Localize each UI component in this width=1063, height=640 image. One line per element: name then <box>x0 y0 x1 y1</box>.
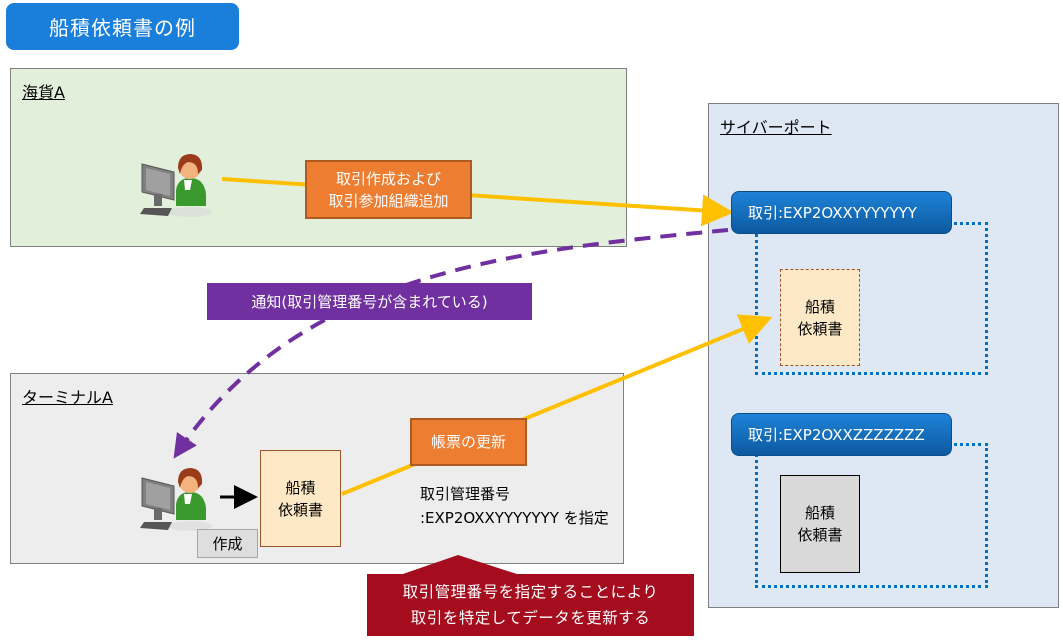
notification-label: 通知(取引管理番号が含まれている) <box>207 283 532 320</box>
document-updated-line2: 依頼書 <box>797 319 843 338</box>
diagram-title: 船積依頼書の例 <box>6 3 239 50</box>
callout-note: 取引管理番号を指定することにより 取引を特定してデータを更新する <box>367 574 694 636</box>
transaction-pill-2: 取引:EXP2OXXZZZZZZZ <box>731 413 952 456</box>
terminal-action-label: 帳票の更新 <box>430 433 506 451</box>
document-updated-line1: 船積 <box>804 297 835 316</box>
region-terminal-label: ターミナルA <box>22 388 113 407</box>
document-terminal-line2: 依頼書 <box>277 500 323 519</box>
create-label: 作成 <box>197 529 258 558</box>
kaika-action-box: 取引作成および 取引参加組織追加 <box>305 160 472 219</box>
user-computer-icon-terminal <box>138 464 218 534</box>
document-updated: 船積 依頼書 <box>780 269 860 366</box>
region-kaika: 海貨A <box>10 68 627 247</box>
terminal-action-box: 帳票の更新 <box>410 418 527 466</box>
kaika-action-line1: 取引作成および <box>335 169 441 188</box>
transaction-pill-1: 取引:EXP2OXXYYYYYYY <box>731 191 952 234</box>
document-other-line2: 依頼書 <box>797 526 843 544</box>
region-cyberport: サイバーポート <box>708 103 1059 608</box>
transaction-1-label: 取引:EXP2OXXYYYYYYY <box>748 204 917 222</box>
region-kaika-label: 海貨A <box>22 83 65 102</box>
reference-text: 取引管理番号 :EXP2OXXYYYYYYY を指定 <box>420 482 609 530</box>
reference-line1: 取引管理番号 <box>420 485 511 503</box>
region-cyberport-label: サイバーポート <box>720 118 832 137</box>
user-computer-icon-kaika <box>138 150 218 220</box>
document-terminal: 船積 依頼書 <box>260 450 341 547</box>
document-other: 船積 依頼書 <box>780 475 860 573</box>
callout-line1: 取引管理番号を指定することにより <box>402 583 659 601</box>
kaika-action-line2: 取引参加組織追加 <box>328 191 449 210</box>
callout-line2: 取引を特定してデータを更新する <box>410 609 651 627</box>
transaction-2-label: 取引:EXP2OXXZZZZZZZ <box>748 426 925 444</box>
document-terminal-line1: 船積 <box>285 478 316 497</box>
reference-line2: :EXP2OXXYYYYYYY を指定 <box>420 509 609 527</box>
document-other-line1: 船積 <box>804 504 835 522</box>
